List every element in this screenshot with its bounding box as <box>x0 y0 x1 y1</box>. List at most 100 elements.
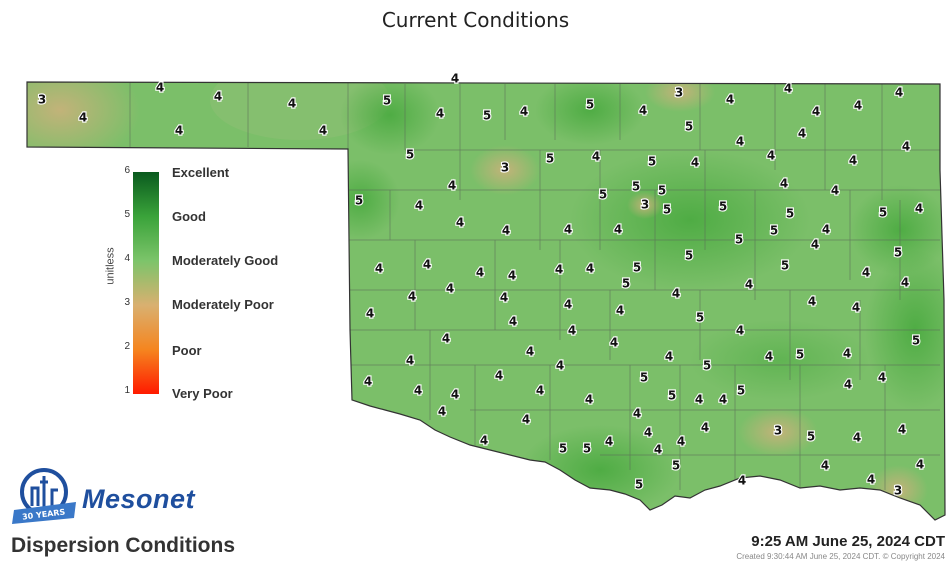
station-value-68: 4 <box>446 282 454 296</box>
station-value-58: 4 <box>476 266 484 280</box>
station-value-66: 4 <box>901 276 909 290</box>
station-value-23: 3 <box>501 161 509 175</box>
station-value-30: 4 <box>849 154 857 168</box>
station-value-29: 4 <box>767 149 775 163</box>
station-value-60: 4 <box>555 263 563 277</box>
station-value-3: 4 <box>214 90 222 104</box>
station-value-1: 4 <box>79 111 87 125</box>
station-value-55: 5 <box>894 246 902 260</box>
station-value-92: 4 <box>364 375 372 389</box>
station-value-94: 4 <box>495 369 503 383</box>
legend-axis-label: unitless <box>104 247 117 285</box>
station-value-41: 5 <box>663 203 671 217</box>
station-value-78: 5 <box>696 311 704 325</box>
legend-label-poor: Poor <box>172 343 202 358</box>
station-value-34: 4 <box>415 199 423 213</box>
station-value-0: 3 <box>38 93 46 107</box>
product-name: Dispersion Conditions <box>11 534 236 557</box>
station-value-121: 4 <box>821 459 829 473</box>
station-value-27: 4 <box>691 156 699 170</box>
logo-wordmark: Mesonet <box>82 484 196 514</box>
station-value-120: 5 <box>672 459 680 473</box>
station-value-113: 4 <box>480 434 488 448</box>
station-value-57: 4 <box>423 258 431 272</box>
station-value-43: 4 <box>831 184 839 198</box>
county-boundaries <box>129 82 940 490</box>
station-value-26: 5 <box>648 155 656 169</box>
station-value-88: 4 <box>765 350 773 364</box>
station-value-93: 4 <box>414 384 422 398</box>
station-value-20: 4 <box>895 86 903 100</box>
station-value-36: 4 <box>502 224 510 238</box>
station-value-97: 4 <box>878 371 886 385</box>
station-value-124: 4 <box>867 473 875 487</box>
station-value-22: 5 <box>406 148 414 162</box>
station-value-114: 5 <box>559 442 567 456</box>
station-value-69: 4 <box>500 291 508 305</box>
legend-tick-3: 3 <box>124 297 130 308</box>
station-value-99: 5 <box>668 389 676 403</box>
legend-label-moderately-good: Moderately Good <box>172 253 279 268</box>
station-value-117: 4 <box>644 426 652 440</box>
station-value-46: 5 <box>719 200 727 214</box>
station-value-111: 4 <box>853 431 861 445</box>
station-value-73: 4 <box>616 304 624 318</box>
legend-label-moderately-poor: Moderately Poor <box>172 297 274 312</box>
station-value-115: 5 <box>583 442 591 456</box>
station-value-50: 5 <box>735 233 743 247</box>
station-value-79: 4 <box>736 324 744 338</box>
station-value-118: 4 <box>654 443 662 457</box>
station-value-95: 5 <box>640 371 648 385</box>
station-value-72: 4 <box>564 298 572 312</box>
station-value-37: 5 <box>599 188 607 202</box>
legend-tick-6: 6 <box>124 165 130 176</box>
station-value-54: 5 <box>685 249 693 263</box>
station-value-103: 4 <box>536 384 544 398</box>
station-value-38: 5 <box>632 180 640 194</box>
legend-colorbar-rect <box>133 172 159 394</box>
station-value-5: 4 <box>288 97 296 111</box>
legend-tick-4: 4 <box>124 253 130 264</box>
station-value-24: 5 <box>546 152 554 166</box>
station-value-31: 4 <box>902 140 910 154</box>
station-value-125: 5 <box>635 478 643 492</box>
legend-tick-2: 2 <box>124 341 130 352</box>
station-value-108: 4 <box>701 421 709 435</box>
station-value-2: 4 <box>156 81 164 95</box>
station-value-98: 4 <box>844 378 852 392</box>
legend-label-good: Good <box>172 209 206 224</box>
station-value-65: 4 <box>862 266 870 280</box>
station-value-75: 4 <box>852 301 860 315</box>
station-value-53: 4 <box>811 238 819 252</box>
station-value-85: 4 <box>406 354 414 368</box>
station-value-19: 4 <box>854 99 862 113</box>
station-value-14: 3 <box>675 86 683 100</box>
station-value-6: 4 <box>319 124 327 138</box>
station-value-16: 4 <box>726 93 734 107</box>
station-value-51: 5 <box>770 224 778 238</box>
station-value-119: 4 <box>677 435 685 449</box>
station-value-83: 4 <box>526 345 534 359</box>
station-value-106: 4 <box>522 413 530 427</box>
station-value-123: 4 <box>738 474 746 488</box>
station-value-126: 3 <box>894 484 902 498</box>
legend-label-excellent: Excellent <box>172 165 230 180</box>
station-value-10: 5 <box>483 109 491 123</box>
station-value-15: 5 <box>685 120 693 134</box>
station-value-32: 4 <box>448 179 456 193</box>
station-value-100: 4 <box>695 393 703 407</box>
station-value-81: 4 <box>568 324 576 338</box>
created-note: Created 9:30:44 AM June 25, 2024 CDT. © … <box>736 552 945 561</box>
station-value-96: 5 <box>737 384 745 398</box>
station-value-9: 4 <box>436 107 444 121</box>
station-value-28: 4 <box>736 135 744 149</box>
station-value-87: 5 <box>703 359 711 373</box>
station-value-82: 4 <box>610 336 618 350</box>
legend-tick-5: 5 <box>124 209 130 220</box>
station-value-40: 3 <box>641 198 649 212</box>
station-value-67: 4 <box>408 290 416 304</box>
station-value-112: 4 <box>898 423 906 437</box>
station-value-18: 4 <box>812 105 820 119</box>
